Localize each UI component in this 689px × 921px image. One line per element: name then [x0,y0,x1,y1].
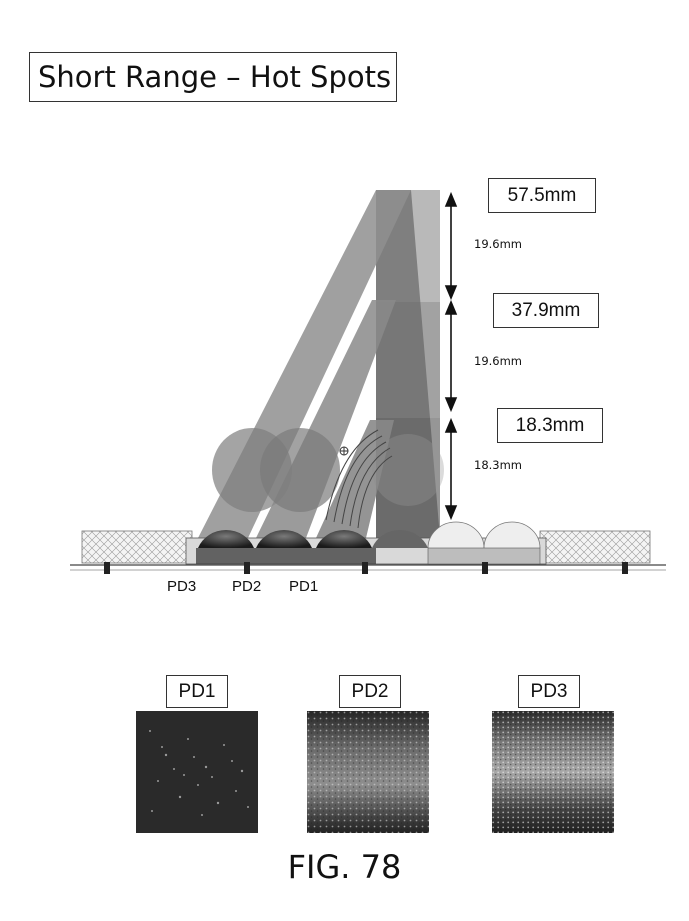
range-label-57-5: 57.5mm [488,178,596,213]
figure-label: FIG. 78 [0,848,689,886]
spot-image-pd3 [492,711,614,833]
gap-label-2: 19.6mm [474,354,522,368]
detector-label-pd1: PD1 [289,578,318,595]
detector-label-pd2: PD2 [232,578,261,595]
detector-label-pd3: PD3 [167,578,196,595]
spot-image-pd1 [136,711,258,833]
sensor-board [70,522,666,574]
gap-label-1: 19.6mm [474,237,522,251]
spot-label-pd1: PD1 [166,675,228,708]
range-label-37-9: 37.9mm [493,293,599,328]
spot-label-pd3: PD3 [518,675,580,708]
spot-image-pd2 [307,711,429,833]
spot-label-pd2: PD2 [339,675,401,708]
range-label-18-3: 18.3mm [497,408,603,443]
dimension-arrows [446,194,456,518]
gap-label-3: 18.3mm [474,458,522,472]
